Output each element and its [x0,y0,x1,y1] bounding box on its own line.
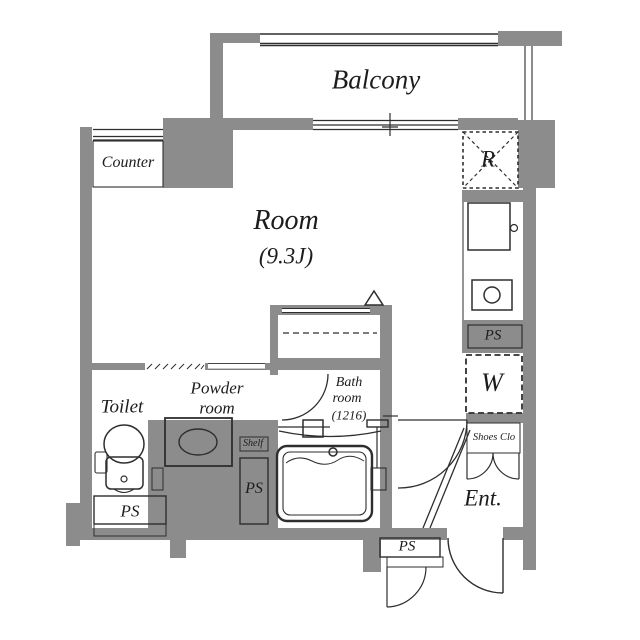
bottom-stub-center [363,528,381,572]
kitchen-sink-cabinet [467,202,511,251]
room-label: Room [253,205,319,236]
kitchen-ps-box [467,324,523,349]
bottom-stub-left [170,528,186,558]
ps-bottom-door-swing [386,566,427,608]
entrance-label: Ent. [464,485,502,511]
top-left-column [163,120,233,188]
bathtub-drain [328,447,338,457]
toilet-bowl [103,424,145,464]
shoes-closet-door-right [492,452,520,480]
counter-window-lines [93,128,163,141]
toilet-label: Toilet [100,396,144,418]
powder-window-plain-lines [208,363,265,370]
stove-box [471,279,513,311]
powder-room-label-line1: Powder [190,378,244,398]
powder-window-hatched [145,363,205,370]
balcony-left-wall [210,43,223,121]
balcony-top-left-wall [210,33,260,43]
kitchen-top-wall [462,190,523,202]
bath-right-wall [380,315,392,528]
bath-left-wall-upper [270,315,278,375]
toilet-fixture [94,424,145,494]
shower-bracket [370,467,387,491]
balcony-window-lines [260,33,498,47]
bath-valve-box [302,419,324,438]
entrance-step-lines [422,427,471,529]
closet-opening-lines [282,308,370,313]
vanity-box [164,417,233,467]
cabinetry [92,140,523,568]
shelf-label: Shelf [243,438,263,449]
bath-room-size-label: (1216) [331,407,367,423]
shoes-closet-label: Shoes Clo [472,431,516,443]
shelf-box [239,436,269,452]
bathtub-outer [275,444,374,523]
shoes-closet-door-left [466,452,494,480]
right-wall [523,188,536,570]
bath-door-swing [278,373,330,428]
refrigerator-space-box [462,131,519,189]
powder-window-hatch-marks [146,363,205,370]
ps-bottom-label: PS [398,538,416,555]
left-wall [80,127,92,537]
bath-room-label-line1: Bath [335,375,363,390]
counter-label: Counter [101,154,155,171]
counter-box [92,140,164,188]
ps-kitchen-label: PS [484,327,502,344]
refrigerator-cross-lines [462,131,519,189]
closet-bath-divider [278,358,380,370]
balcony-label: Balcony [331,64,421,95]
ps-left-label: PS [120,501,140,521]
doors [278,373,520,608]
hall-door-swing [397,419,468,489]
bath-room-label-line2: room [332,391,362,406]
balcony-top-right-wall [498,31,562,46]
ps-left-box-lower [93,523,167,537]
refrigerator-label: R [480,146,496,172]
sanitary-wall-mass [148,420,278,528]
toilet-side-unit [94,451,108,474]
toilet-flush-button [120,475,128,483]
window-center-tick [382,113,398,136]
bath-fixtures [275,289,389,523]
ps-middle-box [239,457,269,525]
stove-burner [483,286,501,304]
powder-window-plain [208,363,265,370]
top-wall-right [458,118,518,130]
toilet-tank [105,456,144,490]
vanity-basin [178,428,218,456]
washer-label: W [481,368,503,397]
under-washer-wall [466,413,524,423]
bath-apron-curve [278,430,382,438]
dashed-symbols [283,131,523,414]
vent-triangle [363,289,385,306]
closet-opening [282,308,370,313]
balcony-right-rail [524,46,533,120]
toilet-base-notch [113,488,135,494]
toilet-door-notch [151,467,164,491]
counter-window [93,128,163,141]
powder-room-label-line2: room [199,398,235,418]
bottom-wall [66,528,447,540]
room-balcony-window-lines [313,119,458,131]
room-size-label: (9.3J) [258,243,314,269]
windows [93,33,498,370]
ps-bottom-box-lower [386,556,444,568]
cabinet-knob [509,223,519,233]
balcony-window [260,33,498,46]
walls [66,31,562,572]
top-right-column [518,120,555,188]
bathtub-water-line [285,455,365,465]
entrance-door-swing [447,537,504,594]
ps-middle-label: PS [245,480,263,497]
bathtub-inner [282,451,367,516]
